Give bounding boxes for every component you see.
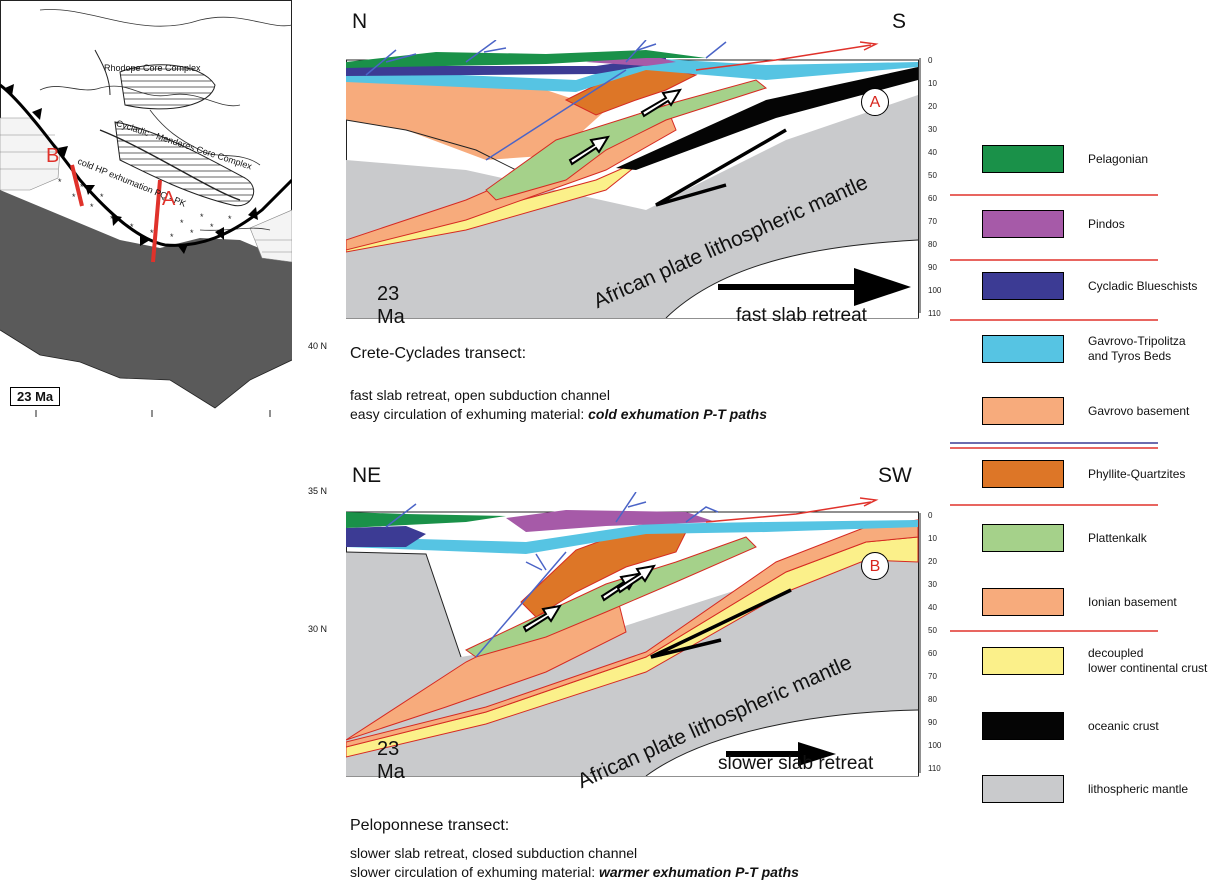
legend-swatch	[982, 460, 1064, 488]
legend-label: Pindos	[1088, 217, 1125, 231]
depth-tick: 110	[928, 764, 941, 773]
section-b-age: 23 Ma	[377, 738, 405, 783]
legend-label: Plattenkalk	[1088, 531, 1147, 545]
map-age-label: 23 Ma	[10, 387, 61, 406]
section-b-caption-line1: slower slab retreat, closed subduction c…	[350, 845, 638, 861]
depth-tick: 0	[928, 56, 933, 65]
depth-tick: 40	[928, 603, 937, 612]
legend-label: oceanic crust	[1088, 719, 1159, 733]
transect-b-label: B	[46, 145, 60, 167]
svg-text:*: *	[170, 232, 174, 242]
legend-swatch	[982, 335, 1064, 363]
depth-tick: 20	[928, 557, 937, 566]
depth-tick: 30	[928, 125, 937, 134]
rhodope-dome	[94, 49, 216, 110]
lat-40n: 40 N	[308, 341, 328, 351]
depth-tick: 0	[928, 511, 933, 520]
depth-tick: 30	[928, 580, 937, 589]
legend-separators	[950, 194, 1158, 632]
depth-tick: 60	[928, 649, 937, 658]
section-b-retreat-label: slower slab retreat	[718, 753, 874, 774]
section-b-caption-plain: slower circulation of exhuming material:	[350, 864, 599, 880]
depth-tick: 100	[928, 741, 942, 750]
svg-text:*: *	[190, 228, 194, 238]
section-b-caption-line2: slower circulation of exhuming material:…	[350, 864, 799, 880]
section-a-caption-line2: easy circulation of exhuming material: c…	[350, 406, 767, 422]
section-a-left-dir: N	[352, 10, 368, 33]
svg-text:*: *	[110, 214, 114, 224]
depth-tick: 80	[928, 240, 937, 249]
depth-tick: 90	[928, 263, 937, 272]
svg-text:*: *	[130, 222, 134, 232]
legend-swatch	[982, 647, 1064, 675]
section-b-left-dir: NE	[352, 464, 382, 487]
legend-label: Gavrovo-Tripolitza and Tyros Beds	[1088, 334, 1186, 363]
depth-tick: 90	[928, 718, 937, 727]
depth-tick: 70	[928, 672, 937, 681]
section-b-caption-bold: warmer exhumation P-T paths	[599, 864, 799, 880]
section-b-caption-title: Peloponnese transect:	[350, 817, 510, 834]
section-a-right-dir: S	[892, 10, 907, 33]
section-a-retreat-label: fast slab retreat	[736, 305, 867, 326]
lat-30n: 30 N	[308, 624, 328, 634]
svg-text:*: *	[90, 202, 94, 212]
section-a-caption-line1: fast slab retreat, open subduction chann…	[350, 387, 610, 403]
rhodope-label: Rhodope Core Complex	[104, 63, 201, 73]
section-a-age: 23 Ma	[377, 283, 405, 328]
svg-text:*: *	[180, 218, 184, 228]
svg-text:*: *	[150, 228, 154, 238]
legend-label: lithospheric mantle	[1088, 782, 1189, 796]
svg-text:*: *	[200, 212, 204, 222]
depth-tick: 70	[928, 217, 937, 226]
svg-text:*: *	[100, 192, 104, 202]
legend-label: Gavrovo basement	[1088, 404, 1190, 418]
brick-right	[249, 209, 292, 263]
depth-tick: 100	[928, 286, 942, 295]
legend-swatch	[982, 272, 1064, 300]
section-b-right-dir: SW	[878, 464, 912, 487]
depth-tick: 10	[928, 534, 937, 543]
section-a-caption-bold: cold exhumation P-T paths	[588, 406, 768, 422]
svg-text:*: *	[58, 177, 62, 187]
legend-swatch	[982, 775, 1064, 803]
depth-tick: 20	[928, 102, 937, 111]
section-b-marker: B	[861, 552, 889, 580]
map-drawing: * * * * * * * * * * * * * *	[0, 9, 292, 417]
section-a-marker: A	[861, 88, 889, 116]
legend-label: Phyllite-Quartzites	[1088, 467, 1186, 481]
depth-tick: 80	[928, 695, 937, 704]
section-a-caption-plain: easy circulation of exhuming material:	[350, 406, 589, 422]
section-b-drawing	[346, 492, 919, 777]
svg-text:*: *	[228, 214, 232, 224]
legend-label: Pelagonian	[1088, 152, 1149, 166]
depth-tick: 60	[928, 194, 937, 203]
legend-label: decoupled lower continental crust	[1088, 646, 1208, 675]
legend-swatch	[982, 588, 1064, 616]
legend-swatch	[982, 712, 1064, 740]
location-map: *** *** *** *** ** Rhodope Core	[0, 0, 292, 417]
lat-35n: 35 N	[308, 486, 328, 496]
depth-tick: 10	[928, 79, 937, 88]
section-a-drawing	[346, 40, 919, 319]
legend-swatch	[982, 210, 1064, 238]
depth-tick: 110	[928, 309, 941, 318]
legend-swatch	[982, 145, 1064, 173]
section-a-caption-title: Crete-Cyclades transect:	[350, 345, 527, 362]
svg-text:*: *	[210, 222, 214, 232]
svg-text:*: *	[80, 182, 84, 192]
depth-tick: 50	[928, 171, 937, 180]
transect-a-label: A	[162, 188, 176, 210]
svg-text:*: *	[72, 192, 76, 202]
legend-swatch	[982, 524, 1064, 552]
cold-hp-dots: * * * * * * * * * * * * * *	[58, 177, 232, 242]
legend-label: Ionian basement	[1088, 595, 1177, 609]
depth-tick: 40	[928, 148, 937, 157]
legend-label: Cycladic Blueschists	[1088, 279, 1198, 293]
legend-swatch	[982, 397, 1064, 425]
depth-tick: 50	[928, 626, 937, 635]
